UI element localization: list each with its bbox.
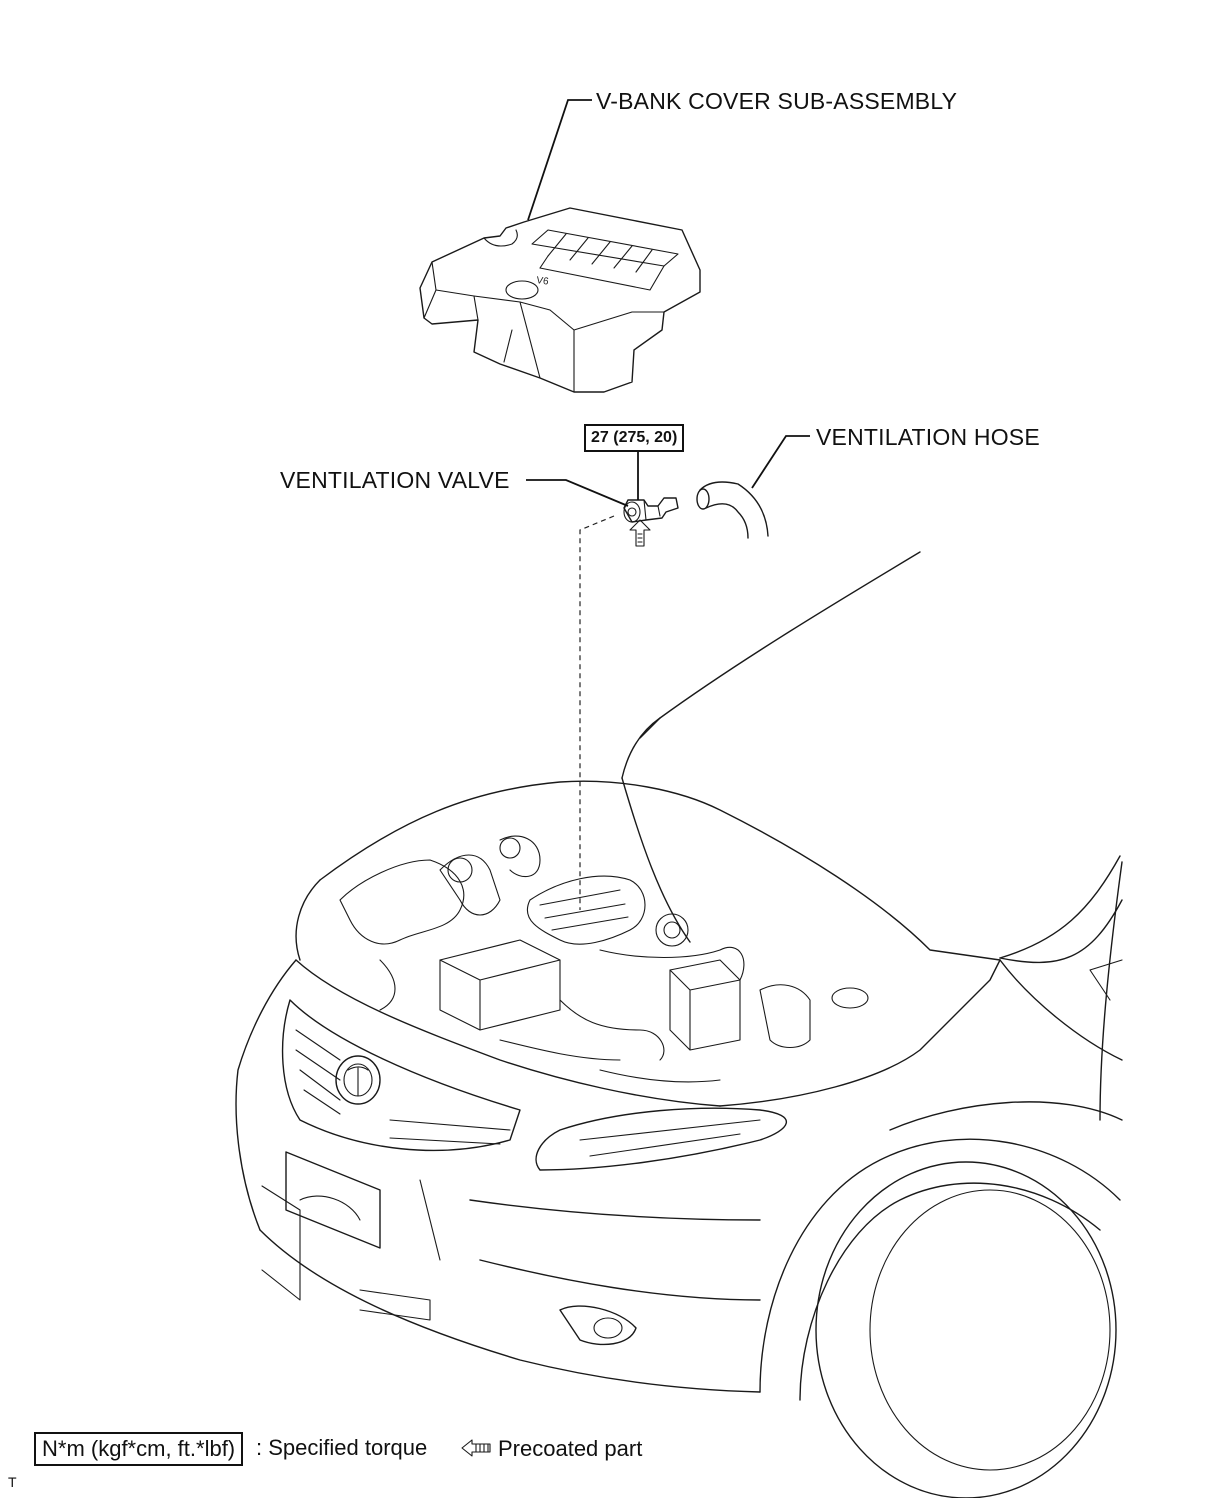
car-drawing [235,551,1123,1499]
legend-torque-desc: : Specified torque [256,1435,428,1460]
ventilation-hose-drawing [696,481,769,539]
ventilation-valve-drawing [623,497,679,523]
install-dashed-line [579,515,615,910]
ventilation-hose-leader [751,435,810,489]
legend-precoat-desc: Precoated part [498,1436,643,1461]
precoat-arrow-icon [461,1439,491,1457]
ventilation-valve-label: VENTILATION VALVE [280,467,510,493]
vbank-cover-drawing: V6 [419,207,701,393]
ventilation-valve-leader [526,479,629,507]
corner-mark: T [8,1474,17,1490]
vbank-cover-label: V-BANK COVER SUB-ASSEMBLY [596,88,958,114]
ventilation-hose-label: VENTILATION HOSE [816,424,1040,450]
svg-text:V6: V6 [536,275,550,288]
legend-torque-unit-box: N*m (kgf*cm, ft.*lbf) [34,1432,244,1466]
vbank-cover-leader [527,99,592,221]
torque-value-box: 27 (275, 20) [584,424,685,452]
precoat-arrow-valve-icon [629,519,651,547]
